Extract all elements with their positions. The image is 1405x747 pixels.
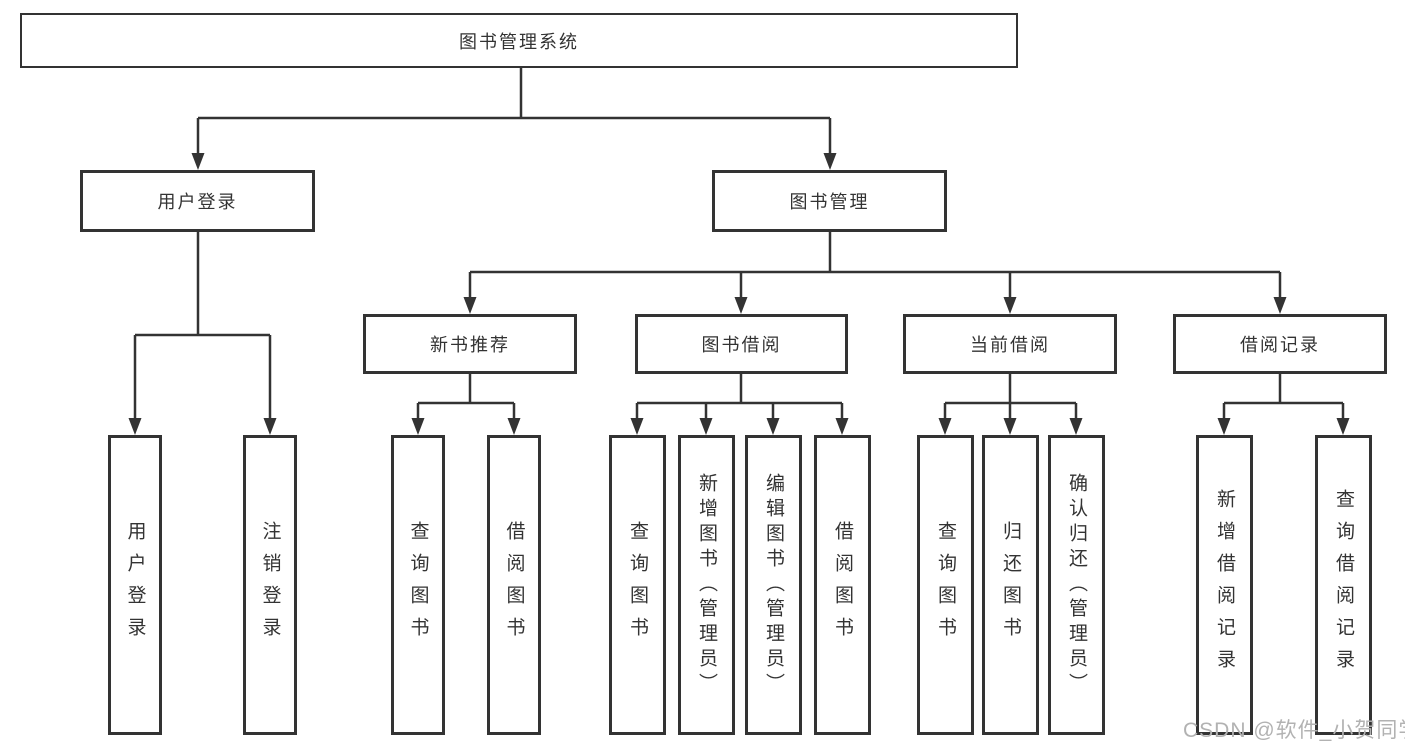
leaf-label: 新增借阅记录 (1214, 489, 1235, 681)
leaf-add-borrow-record: 新增借阅记录 (1196, 435, 1253, 735)
leaf-add-book-admin: 新增图书（管理员） (678, 435, 735, 735)
leaf-label: 查询图书 (935, 521, 956, 649)
node-label: 新书推荐 (430, 335, 510, 355)
leaf-label: 用户登录 (124, 521, 146, 649)
leaf-logout: 注销登录 (243, 435, 297, 735)
leaf-label: 查询图书 (627, 521, 648, 649)
leaf-user-login: 用户登录 (108, 435, 162, 735)
tree-edges (133, 67, 1345, 420)
leaf-query-borrow-record: 查询借阅记录 (1315, 435, 1372, 735)
leaf-label: 确认归还（管理员） (1066, 472, 1087, 698)
leaf-query-books-recommend: 查询图书 (391, 435, 445, 735)
leaf-label: 归还图书 (1000, 521, 1021, 649)
leaf-label: 新增图书（管理员） (696, 472, 717, 698)
node-current-borrow: 当前借阅 (903, 314, 1117, 374)
leaf-label: 编辑图书（管理员） (763, 472, 784, 698)
node-new-book-recommend: 新书推荐 (363, 314, 577, 374)
node-label: 借阅记录 (1240, 335, 1320, 355)
leaf-label: 借阅图书 (503, 521, 525, 649)
leaf-query-books-borrow: 查询图书 (609, 435, 666, 735)
node-label: 当前借阅 (970, 335, 1050, 355)
node-borrow-records: 借阅记录 (1173, 314, 1387, 374)
leaf-label: 注销登录 (259, 521, 281, 649)
leaf-label: 查询图书 (407, 521, 429, 649)
node-user-login: 用户登录 (80, 170, 315, 232)
node-label: 图书管理系统 (459, 31, 579, 52)
leaf-borrow-books-recommend: 借阅图书 (487, 435, 541, 735)
node-book-management: 图书管理 (712, 170, 947, 232)
leaf-confirm-return-admin: 确认归还（管理员） (1048, 435, 1105, 735)
leaf-query-books-current: 查询图书 (917, 435, 974, 735)
leaf-label: 借阅图书 (832, 521, 853, 649)
node-book-borrow: 图书借阅 (635, 314, 848, 374)
leaf-borrow-books: 借阅图书 (814, 435, 871, 735)
leaf-label: 查询借阅记录 (1333, 489, 1354, 681)
node-label: 用户登录 (157, 192, 238, 212)
node-label: 图书借阅 (701, 335, 782, 355)
node-library-system: 图书管理系统 (20, 13, 1018, 68)
node-label: 图书管理 (789, 192, 870, 212)
leaf-edit-book-admin: 编辑图书（管理员） (745, 435, 802, 735)
csdn-watermark: CSDN @软件_小贺同学 (1183, 719, 1405, 742)
leaf-return-book: 归还图书 (982, 435, 1039, 735)
